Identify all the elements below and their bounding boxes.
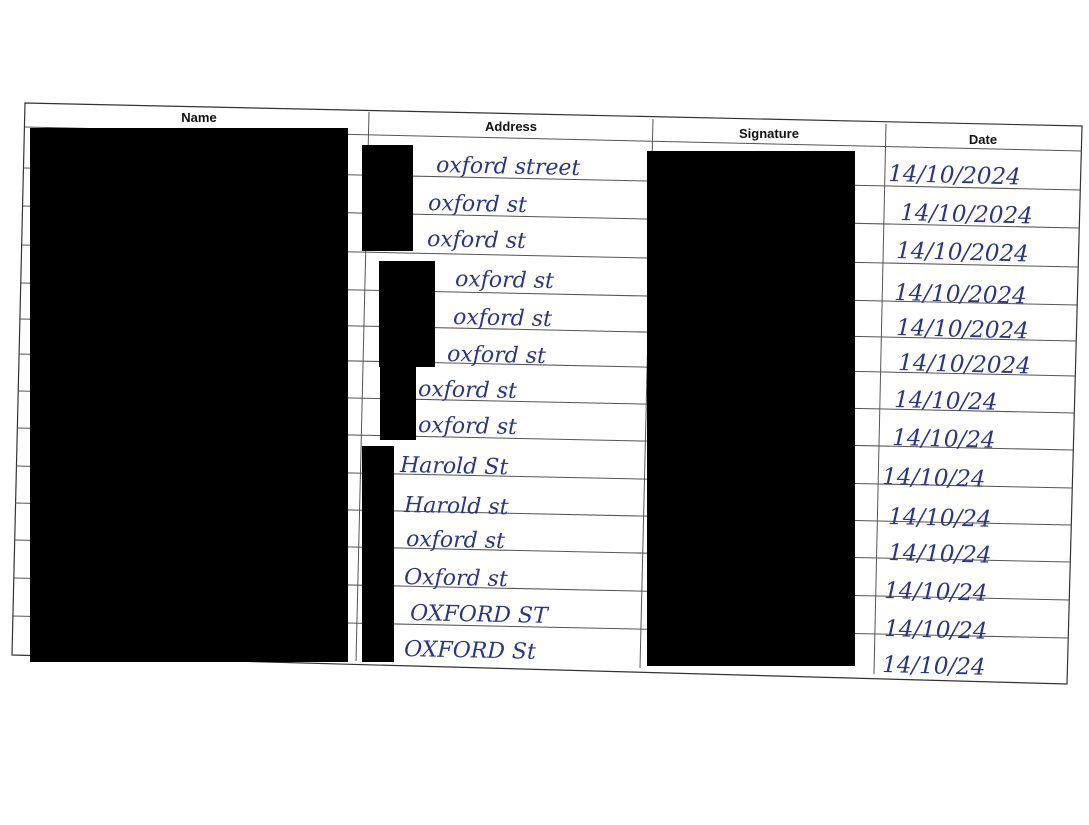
address-cell: Harold st <box>403 493 509 520</box>
date-cell: 14/10/2024 <box>896 238 1029 267</box>
date-cell: 14/10/24 <box>894 387 998 416</box>
address-column: oxford street oxford st oxford st oxford… <box>399 153 581 665</box>
address-cell: oxford st <box>427 227 526 254</box>
address-cell: oxford st <box>428 191 527 218</box>
address-cell: OXFORD ST <box>410 601 550 629</box>
address-cell: oxford st <box>406 527 505 554</box>
date-cell: 14/10/24 <box>884 616 988 645</box>
address-cell: oxford st <box>418 413 517 440</box>
redaction-address-number-3 <box>380 364 416 440</box>
redaction-address-number-2 <box>379 261 435 367</box>
redaction-address-number-4 <box>362 446 394 662</box>
date-cell: 14/10/2024 <box>898 350 1031 379</box>
column-divider-3 <box>873 123 887 675</box>
date-cell: 14/10/2024 <box>894 280 1027 309</box>
date-column: 14/10/2024 14/10/2024 14/10/2024 14/10/2… <box>882 161 1033 681</box>
address-cell: OXFORD St <box>404 637 536 665</box>
address-cell: Oxford st <box>404 565 508 592</box>
redaction-address-number-1 <box>362 145 413 251</box>
table-frame <box>11 102 1083 685</box>
date-cell: 14/10/24 <box>884 578 988 607</box>
redactions <box>30 128 855 666</box>
address-cell: oxford st <box>453 305 552 332</box>
date-cell: 14/10/24 <box>888 540 992 569</box>
header-date: Date <box>969 132 997 147</box>
date-cell: 14/10/24 <box>888 504 992 533</box>
address-cell: oxford st <box>447 342 546 369</box>
header-name: Name <box>181 110 216 125</box>
date-cell: 14/10/24 <box>882 464 986 493</box>
address-cell: Harold St <box>399 453 509 480</box>
date-cell: 14/10/2024 <box>896 315 1029 344</box>
address-cell: oxford st <box>455 267 554 294</box>
address-cell: oxford street <box>436 153 581 181</box>
date-cell: 14/10/24 <box>882 652 986 681</box>
header-signature: Signature <box>739 126 799 141</box>
date-cell: 14/10/2024 <box>888 161 1021 190</box>
date-cell: 14/10/2024 <box>900 200 1033 229</box>
redaction-signature-column <box>647 151 855 666</box>
header-address: Address <box>485 119 537 134</box>
redaction-name-column <box>30 128 348 662</box>
address-cell: oxford st <box>418 377 517 404</box>
date-cell: 14/10/24 <box>892 425 996 454</box>
